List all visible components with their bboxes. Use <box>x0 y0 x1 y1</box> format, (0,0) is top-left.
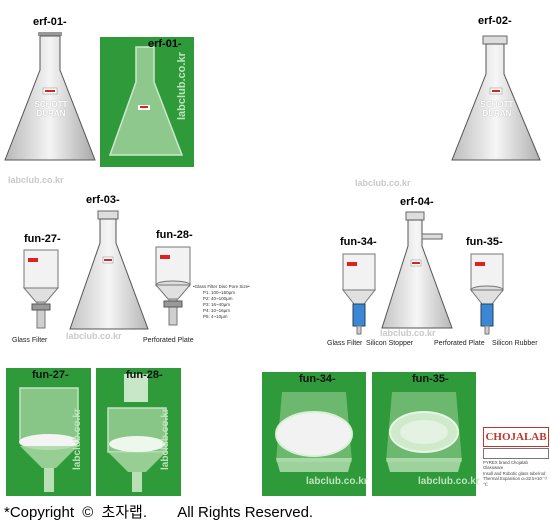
watermark-2: labclub.co.kr <box>176 52 188 120</box>
copyright-owner: 초자랩. <box>101 504 148 521</box>
caption-silicon-stopper: Silicon Stopper <box>366 340 414 347</box>
watermark-6: labclub.co.kr <box>72 408 83 470</box>
flask-print-erf-02: SCHOTT DURAN <box>480 100 514 118</box>
caption-glass-filter-2: Glass Filter <box>327 340 363 347</box>
label-fun-35: fun-35- <box>466 236 503 248</box>
photo-fun-34 <box>262 372 366 496</box>
label-fun-27-photo: fun-27- <box>32 369 69 381</box>
chojalab-logo: CHOJALAB <box>483 427 549 447</box>
label-fun-27: fun-27- <box>24 233 61 245</box>
pore-size-row: P5: 4~10µm <box>203 314 228 319</box>
label-fun-34-photo: fun-34- <box>299 373 336 385</box>
flask-print-erf-01: SCHOTT DURAN <box>34 100 68 118</box>
label-erf-04: erf-04- <box>400 196 434 208</box>
pore-size-title: •Glass Filter Disc Pore Size• <box>193 284 250 289</box>
watermark-8: labclub.co.kr <box>306 476 368 487</box>
label-erf-02: erf-02- <box>478 15 512 27</box>
copyright-mark: *Copyright <box>4 504 75 521</box>
label-fun-35-photo: fun-35- <box>412 373 449 385</box>
buchner-funnel-fun-35 <box>469 253 505 335</box>
label-fun-34: fun-34- <box>340 236 377 248</box>
pore-size-row: P2: 40~100µm <box>203 296 233 301</box>
buchner-funnel-fun-34 <box>341 253 377 335</box>
label-erf-01: erf-01- <box>33 16 67 28</box>
copyright-symbol: © <box>82 504 94 521</box>
caption-glass-filter-1: Glass Filter <box>12 337 48 344</box>
label-fun-28: fun-28- <box>156 229 193 241</box>
buchner-funnel-fun-28 <box>154 246 192 326</box>
photo-fun-27 <box>6 368 91 496</box>
watermark-1: labclub.co.kr <box>8 175 64 185</box>
watermark-3: labclub.co.kr <box>355 178 411 188</box>
erlenmeyer-flask-erf-03 <box>69 210 149 330</box>
logo-box <box>483 448 549 459</box>
erlenmeyer-flask-erf-02 <box>451 35 541 161</box>
erlenmeyer-flask-erf-04 <box>381 211 453 329</box>
pore-size-row: P4: 10~16µm <box>203 308 230 313</box>
rights-reserved: All Rights Reserved. <box>177 504 314 521</box>
caption-perforated-plate-2: Perforated Plate <box>434 340 485 347</box>
photo-erf-01 <box>100 37 194 167</box>
label-fun-28-photo: fun-28- <box>126 369 163 381</box>
pore-size-spec: •Glass Filter Disc Pore Size• P1: 100~16… <box>193 284 250 320</box>
photo-fun-35 <box>372 372 476 496</box>
brand-description: PYREX brand Chojalab Glassware Insoll an… <box>483 460 547 487</box>
watermark-7: labclub.co.kr <box>160 408 171 470</box>
watermark-9: labclub.co.kr <box>418 476 480 487</box>
watermark-4: labclub.co.kr <box>66 331 122 341</box>
label-erf-01-photo: erf-01- <box>148 38 182 50</box>
caption-silicon-rubber: Silicon Rubber <box>492 340 538 347</box>
photo-fun-28 <box>96 368 181 496</box>
copyright-footer: *Copyright © 초자랩. All Rights Reserved. <box>4 501 317 522</box>
pore-size-row: P3: 16~40µm <box>203 302 230 307</box>
watermark-5: labclub.co.kr <box>380 328 436 338</box>
buchner-funnel-fun-27 <box>22 249 60 329</box>
caption-perforated-plate-1: Perforated Plate <box>143 337 194 344</box>
erlenmeyer-flask-erf-01 <box>4 32 96 161</box>
label-erf-03: erf-03- <box>86 194 120 206</box>
pore-size-row: P1: 100~160µm <box>203 290 235 295</box>
